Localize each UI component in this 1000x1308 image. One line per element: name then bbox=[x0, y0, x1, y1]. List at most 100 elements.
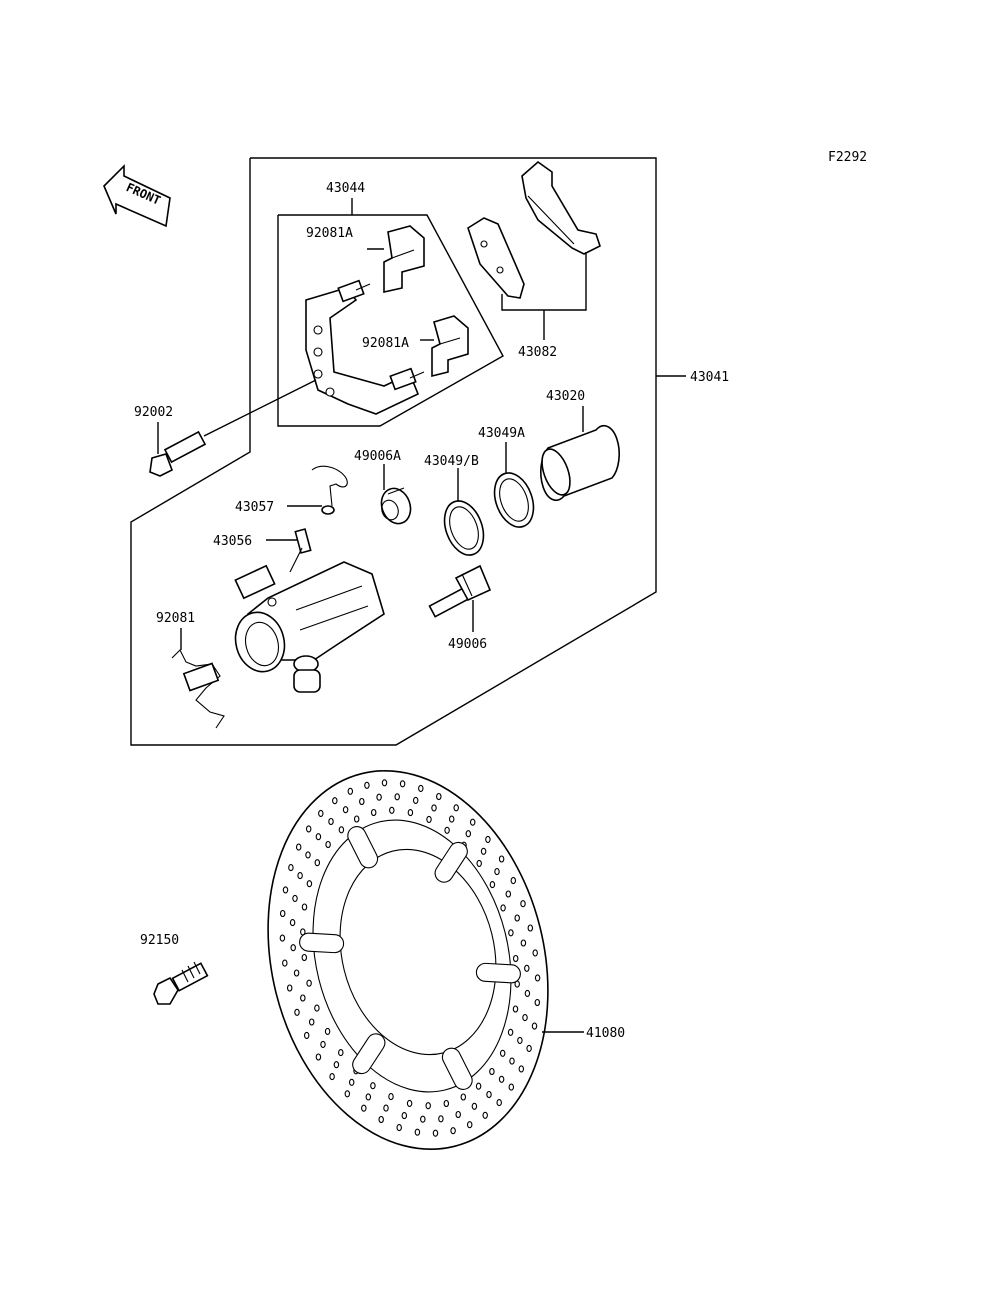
disc-hole bbox=[507, 1028, 514, 1036]
bleeder-cap-43057 bbox=[311, 465, 348, 515]
disc-hole bbox=[292, 894, 298, 902]
disc-hole bbox=[526, 1044, 532, 1052]
disc-hole bbox=[499, 1049, 506, 1057]
disc-hole bbox=[388, 1093, 394, 1101]
disc-hole bbox=[399, 780, 406, 788]
disc-hole bbox=[306, 880, 313, 888]
disc-hole bbox=[308, 1018, 315, 1026]
disc-hole bbox=[532, 949, 538, 957]
disc-hole bbox=[455, 1110, 461, 1119]
disc-hole bbox=[288, 864, 294, 872]
disc-hole bbox=[348, 1078, 355, 1086]
disc-hole bbox=[325, 840, 331, 849]
disc-hole bbox=[324, 1027, 331, 1035]
pad-spring-upper bbox=[383, 225, 425, 293]
disc-hole bbox=[353, 815, 360, 823]
disc-hole bbox=[436, 792, 442, 801]
disc-hole bbox=[347, 787, 354, 795]
disc-slot bbox=[352, 1033, 386, 1075]
disc-hole bbox=[314, 859, 321, 867]
disc-hole bbox=[290, 944, 296, 952]
disc-hole bbox=[305, 825, 312, 833]
disc-hole bbox=[328, 817, 334, 826]
label-43044: 43044 bbox=[326, 181, 365, 196]
disc-hole bbox=[401, 1112, 408, 1120]
disc-hole bbox=[460, 1093, 467, 1101]
disc-hole bbox=[305, 851, 311, 859]
disc-hole bbox=[376, 793, 382, 801]
disc-hole bbox=[505, 890, 512, 898]
disc-hole bbox=[425, 1102, 431, 1110]
disc-hole bbox=[300, 994, 306, 1002]
disc-hole bbox=[389, 806, 395, 814]
disc-hole bbox=[489, 881, 496, 889]
disc-hole bbox=[509, 1057, 515, 1065]
bolt-92002 bbox=[149, 379, 317, 477]
disc-hole bbox=[293, 969, 300, 977]
disc-hole bbox=[306, 979, 312, 987]
disc-hole bbox=[471, 1102, 478, 1110]
disc-hole bbox=[512, 954, 519, 963]
disc-hole bbox=[344, 1090, 351, 1098]
caliper-assembly-outline bbox=[130, 157, 657, 746]
caliper-bracket-part bbox=[305, 279, 425, 415]
disc-hole bbox=[282, 959, 288, 967]
disc-slot bbox=[434, 841, 468, 883]
disc-hole bbox=[524, 989, 531, 997]
disc-hole bbox=[524, 964, 530, 972]
disc-hole bbox=[531, 1022, 538, 1030]
label-92150: 92150 bbox=[140, 933, 179, 948]
disc-hole bbox=[498, 855, 505, 863]
label-43082: 43082 bbox=[518, 345, 557, 360]
label-92081a-lower: 92081A bbox=[362, 336, 409, 351]
disc-hole bbox=[396, 1124, 402, 1132]
disc-hole bbox=[289, 919, 296, 927]
disc-hole bbox=[394, 793, 400, 801]
label-92081: 92081 bbox=[156, 611, 195, 626]
label-49006a: 49006A bbox=[354, 449, 401, 464]
disc-hole bbox=[381, 779, 388, 787]
spring-92081 bbox=[171, 649, 225, 729]
disc-hole bbox=[480, 847, 487, 855]
label-43056: 43056 bbox=[213, 534, 252, 549]
disc-hole bbox=[359, 797, 365, 806]
disc-hole bbox=[500, 904, 506, 912]
disc-hole bbox=[510, 877, 517, 885]
disc-hole bbox=[279, 934, 286, 942]
disc-hole bbox=[315, 1053, 322, 1061]
disc-hole bbox=[320, 1040, 326, 1048]
disc-hole bbox=[279, 909, 286, 918]
disc-hole bbox=[485, 835, 491, 843]
disc-hole bbox=[315, 833, 322, 841]
disc-hole bbox=[294, 1008, 300, 1016]
disc-hole bbox=[318, 809, 324, 817]
disc-hole bbox=[365, 1093, 372, 1101]
disc-hole bbox=[418, 784, 424, 792]
disc-hole bbox=[517, 1036, 523, 1044]
disc-hole bbox=[329, 1073, 335, 1081]
disc-hole bbox=[301, 903, 308, 911]
disc-hole bbox=[383, 1104, 389, 1112]
disc-hole bbox=[453, 804, 459, 812]
disc-hole bbox=[364, 781, 370, 789]
disc-hole bbox=[512, 1005, 519, 1013]
disc-hole bbox=[527, 924, 534, 932]
seal-43049a bbox=[493, 472, 535, 528]
disc-hole bbox=[314, 1004, 320, 1012]
disc-hole bbox=[361, 1104, 367, 1112]
boot-49006a bbox=[380, 487, 412, 525]
seal-43049b bbox=[443, 500, 485, 556]
piston-43020 bbox=[540, 425, 620, 501]
disc-hole bbox=[282, 886, 289, 894]
disc-hole bbox=[508, 929, 514, 937]
disc-hole bbox=[338, 826, 345, 834]
disc-hole bbox=[508, 1083, 515, 1091]
label-43057: 43057 bbox=[235, 500, 274, 515]
brake-pad-rear bbox=[521, 160, 601, 255]
disc-hole bbox=[426, 815, 432, 823]
label-41080: 41080 bbox=[586, 1026, 625, 1041]
brake-disc-41080 bbox=[267, 770, 549, 1150]
disc-hole bbox=[466, 1121, 473, 1129]
label-92002: 92002 bbox=[134, 405, 173, 420]
